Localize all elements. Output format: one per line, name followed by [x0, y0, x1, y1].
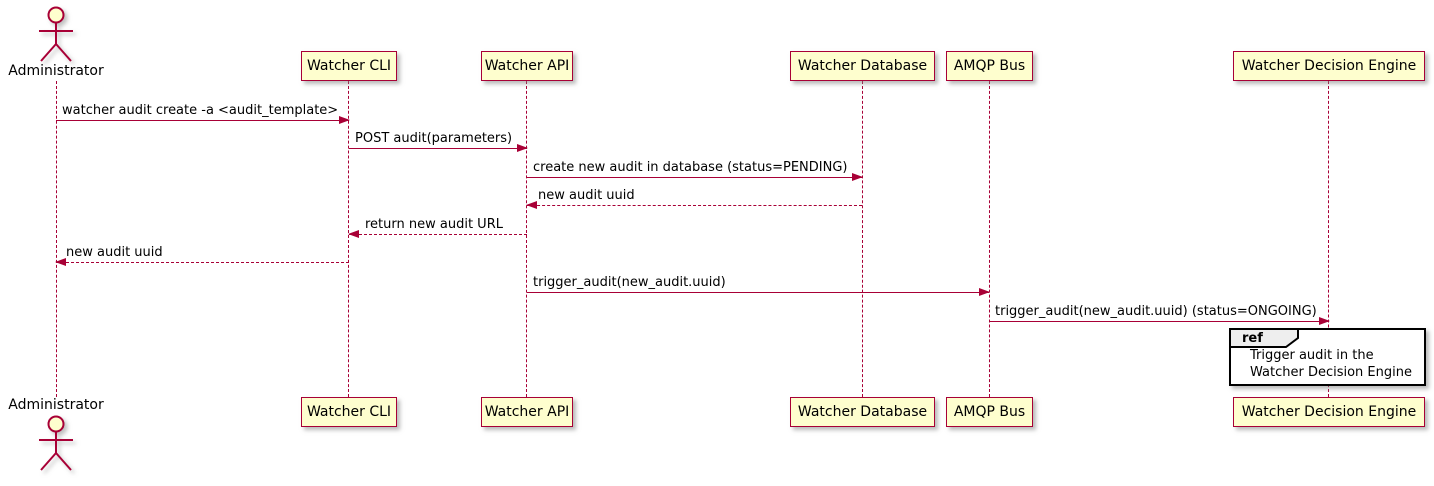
message-audit-create: watcher audit create -a <audit_template>	[56, 103, 350, 124]
participant-amqp-bus-top: AMQP Bus	[946, 51, 1033, 81]
message-line	[527, 287, 990, 296]
ref-fragment: ref Trigger audit in the Watcher Decisio…	[1229, 328, 1426, 386]
message-text: create new audit in database (status=PEN…	[533, 160, 848, 175]
ref-body-line: Watcher Decision Engine	[1250, 364, 1412, 380]
participant-amqp-bus-bottom: AMQP Bus	[946, 397, 1033, 427]
lifeline-watcher-database	[862, 81, 863, 397]
participant-label: Watcher API	[484, 58, 570, 74]
message-text: new audit uuid	[538, 188, 635, 203]
message-line	[56, 115, 350, 124]
message-create-audit-db: create new audit in database (status=PEN…	[527, 160, 863, 181]
ref-body-line: Trigger audit in the	[1250, 348, 1374, 363]
message-text: watcher audit create -a <audit_template>	[62, 103, 339, 118]
arrowhead-right-icon	[517, 143, 528, 152]
participant-label: Watcher Database	[797, 404, 928, 420]
participant-label: Watcher Database	[797, 58, 928, 74]
message-post-audit: POST audit(parameters)	[349, 131, 528, 152]
arrowhead-left-icon	[348, 229, 359, 238]
arrowhead-right-icon	[852, 172, 863, 181]
participant-watcher-cli-bottom: Watcher CLI	[301, 397, 397, 427]
participant-watcher-api-top: Watcher API	[481, 51, 573, 81]
participant-label: Watcher Decision Engine	[1241, 58, 1417, 74]
participant-label: Watcher Decision Engine	[1241, 404, 1417, 420]
message-line	[349, 143, 528, 152]
message-text: trigger_audit(new_audit.uuid) (status=ON…	[995, 304, 1317, 319]
arrowhead-right-icon	[1319, 316, 1330, 325]
ref-tab-icon	[1230, 329, 1299, 348]
message-line	[526, 200, 862, 209]
message-trigger-audit-ongoing: trigger_audit(new_audit.uuid) (status=ON…	[989, 304, 1330, 325]
message-new-audit-uuid-admin: new audit uuid	[55, 245, 349, 266]
participant-label: Watcher CLI	[306, 58, 392, 74]
participant-label: AMQP Bus	[953, 58, 1026, 74]
arrowhead-left-icon	[526, 200, 537, 209]
lifeline-amqp-bus	[989, 81, 990, 397]
actor-label-top: Administrator	[8, 63, 104, 79]
message-line	[527, 172, 863, 181]
participant-watcher-decision-engine-bottom: Watcher Decision Engine	[1233, 397, 1425, 427]
actor-label-bottom: Administrator	[8, 397, 104, 413]
ref-body: Trigger audit in the Watcher Decision En…	[1231, 348, 1424, 381]
lifeline-watcher-api	[526, 81, 527, 397]
message-return-audit-url: return new audit URL	[348, 217, 527, 238]
message-trigger-audit: trigger_audit(new_audit.uuid)	[527, 275, 990, 296]
lifeline-administrator	[56, 81, 57, 397]
message-new-audit-uuid-db: new audit uuid	[526, 188, 862, 209]
message-line	[348, 229, 527, 238]
participant-watcher-api-bottom: Watcher API	[481, 397, 573, 427]
participant-watcher-database-top: Watcher Database	[790, 51, 935, 81]
participant-label: Watcher CLI	[306, 404, 392, 420]
participant-label: AMQP Bus	[953, 404, 1026, 420]
message-text: new audit uuid	[66, 245, 163, 260]
participant-watcher-decision-engine-top: Watcher Decision Engine	[1233, 51, 1425, 81]
participant-watcher-cli-top: Watcher CLI	[301, 51, 397, 81]
actor-stick-figure-icon	[39, 6, 73, 62]
arrowhead-right-icon	[979, 287, 990, 296]
message-line	[55, 257, 349, 266]
arrowhead-right-icon	[339, 115, 350, 124]
message-text: POST audit(parameters)	[355, 131, 513, 146]
participant-label: Watcher API	[484, 404, 570, 420]
message-line	[989, 316, 1330, 325]
participant-watcher-database-bottom: Watcher Database	[790, 397, 935, 427]
ref-keyword: ref	[1242, 331, 1263, 346]
lifeline-watcher-decision-engine	[1328, 81, 1329, 397]
arrowhead-left-icon	[55, 257, 66, 266]
actor-stick-figure-icon	[39, 415, 73, 471]
lifeline-watcher-cli	[348, 81, 349, 397]
message-text: return new audit URL	[365, 217, 503, 232]
message-text: trigger_audit(new_audit.uuid)	[533, 275, 726, 290]
